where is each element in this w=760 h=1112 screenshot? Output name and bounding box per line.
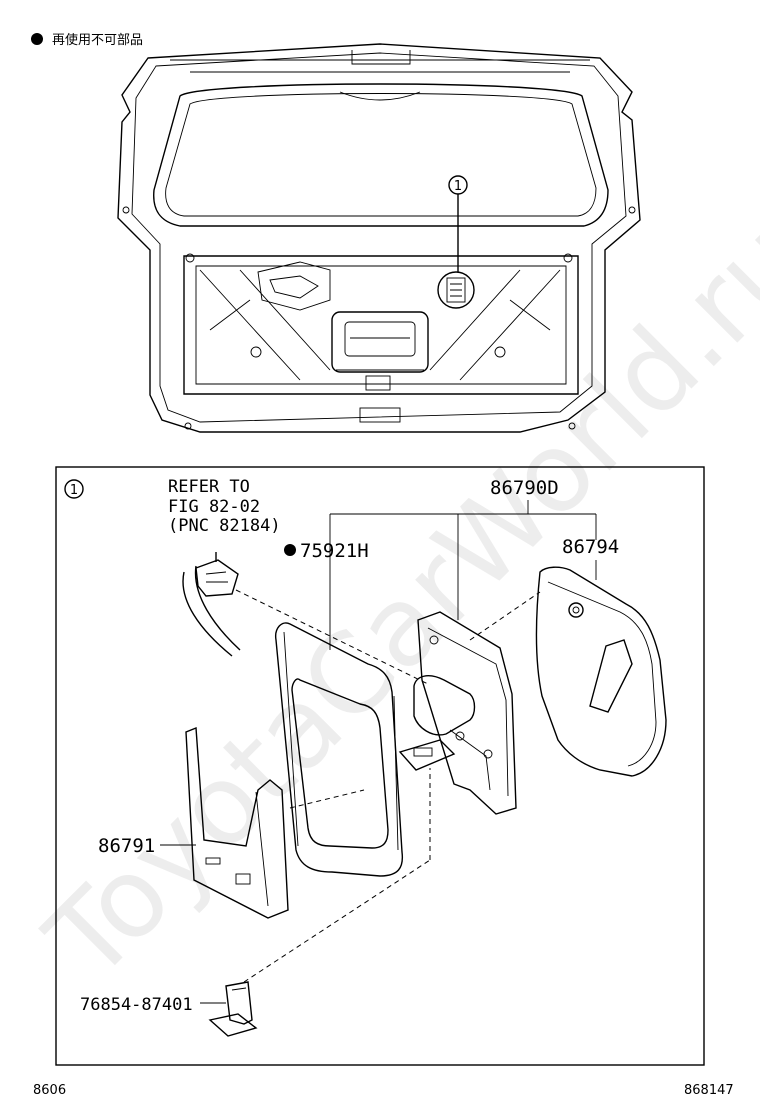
alignment-dashes [243,591,541,983]
wire-harness [182,552,241,657]
footer-left-code: 8606 [33,1083,66,1098]
part-label-86790D: 86790D [490,477,559,499]
part-label-86794: 86794 [562,536,619,558]
detail-frame [55,466,705,1066]
part-label-86791: 86791 [98,835,155,857]
watermark: ToyotaCarWorld.ru [22,196,760,1004]
handle-switch-86790D [398,611,517,815]
reuse-bullet-icon [31,33,43,45]
callout-number-top: 1 [454,179,462,194]
gasket-75921H [275,622,404,877]
callout-circle-top [448,175,468,195]
refer-line-3: (PNC 82184) [168,516,281,536]
connector-dashed-path [235,589,431,686]
back-door-overview: 1 [117,43,641,433]
refer-line-1: REFER TO [168,477,250,497]
callout-number-detail: 1 [70,483,78,498]
part-label-75921H: 75921H [300,540,369,562]
clip-76854-87401 [208,981,258,1037]
non-reusable-bullet-icon [284,544,296,556]
header-note: 再使用不可部品 [52,32,143,48]
refer-line-2: FIG 82-02 [168,497,260,517]
footer-right-code: 868147 [684,1083,734,1098]
leader-lines [160,500,597,1004]
cover-86794 [535,566,667,777]
callout-circle-detail [64,479,84,499]
bracket-86791 [185,726,289,919]
part-label-76854: 76854-87401 [80,995,193,1015]
